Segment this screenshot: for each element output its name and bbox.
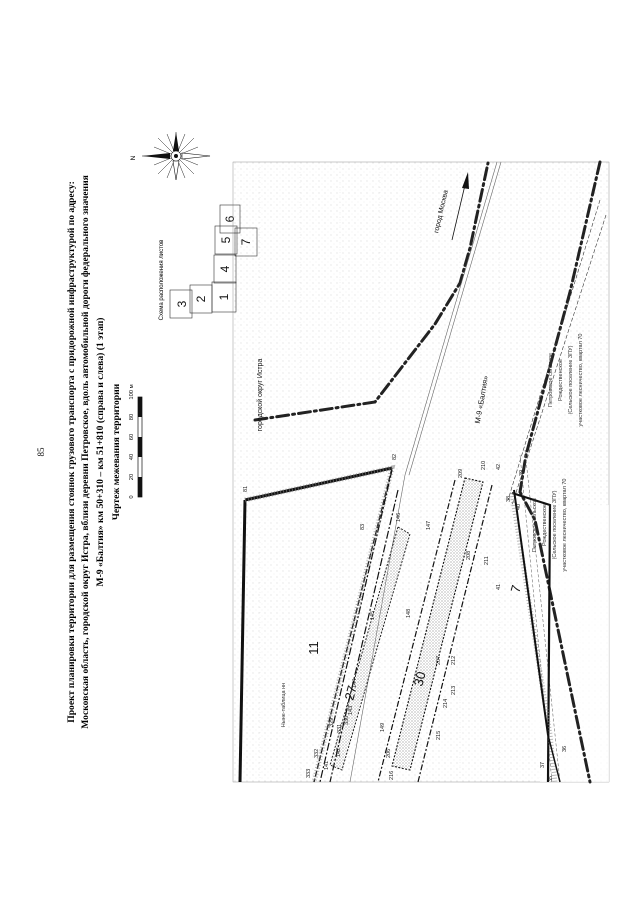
top-left-text: Ныне-таблица нн — [281, 683, 287, 727]
point-label: 215 — [436, 731, 442, 740]
annotation-7: (Сельское поселение ЗПУ) — [568, 345, 574, 414]
scale-label-100: 100 м — [129, 384, 135, 399]
point-label: 148 — [406, 609, 412, 618]
point-label: 38 — [506, 496, 512, 502]
north-letter: N — [130, 155, 137, 160]
parcel-11 — [238, 464, 396, 783]
scale-bar: 0 20 40 60 80 100 м — [129, 384, 143, 499]
sheet-number-6: 6 — [223, 215, 237, 222]
scale-label-20: 20 — [129, 474, 135, 480]
title-line-1: Проект планировки территории для размеще… — [66, 181, 77, 723]
annotation-4: участковое лесничество, квартал 70 — [562, 479, 568, 572]
point-label: 212 — [451, 656, 457, 665]
point-label: 37 — [540, 762, 546, 768]
point-label: 41 — [496, 584, 502, 590]
sheet-number-1: 1 — [217, 293, 231, 300]
point-label: 329 — [329, 718, 335, 727]
point-label: 39 — [519, 470, 525, 476]
point-label: 210 — [481, 461, 487, 470]
point-label: 81 — [243, 486, 249, 492]
scale-label-60: 60 — [129, 434, 135, 440]
point-label: 145 — [370, 611, 376, 620]
point-label: 213 — [451, 686, 457, 695]
point-label: 35 — [548, 776, 554, 782]
zone-27-label: 27 — [342, 684, 360, 702]
zone-30-label: 30 — [411, 670, 429, 688]
annotation-5: Петровское сельское — [548, 353, 554, 407]
point-label: 207 — [436, 656, 442, 665]
zone-11-label: 11 — [306, 641, 321, 655]
point-label: 141 — [324, 761, 330, 770]
sheet-number-4: 4 — [218, 265, 232, 272]
north-arrow-icon: N — [130, 132, 211, 181]
annotation-2: Рождественское — [542, 504, 548, 546]
point-label: 211 — [484, 556, 490, 565]
sheet-number-5: 5 — [219, 236, 233, 243]
annotation-3: (Сельское поселение ЗПУ) — [552, 490, 558, 559]
scale-label-80: 80 — [129, 414, 135, 420]
sheet-number-2: 2 — [194, 295, 208, 302]
point-label: 208 — [466, 551, 472, 560]
title-line-4: Чертеж межевания территории — [111, 383, 122, 520]
scale-label-40: 40 — [129, 454, 135, 460]
point-label: 143 — [348, 706, 354, 715]
point-label: 147 — [426, 521, 432, 530]
point-label: 331 — [337, 724, 343, 733]
title-line-2: Московская область, городской округ Истр… — [80, 175, 91, 729]
annotation-6: Рождественское — [558, 359, 564, 401]
point-label: 142 — [336, 748, 342, 757]
point-label: 330 — [344, 716, 350, 725]
zone-7-label: 7 — [507, 583, 523, 594]
district-label: городской округ Истра — [256, 359, 264, 432]
point-label: 214 — [443, 699, 449, 708]
point-label: 144 — [352, 679, 358, 688]
parcel-30 — [377, 477, 493, 783]
district-boundary — [253, 160, 602, 784]
parcel-27 — [319, 469, 411, 783]
annotation-1: Петровское сельское — [532, 498, 538, 552]
sheet-number-3: 3 — [175, 300, 189, 307]
point-label: 146 — [396, 513, 402, 522]
scale-label-0: 0 — [129, 495, 135, 498]
page-number: 85 — [36, 447, 46, 457]
point-label: 206 — [386, 749, 392, 758]
point-label: 216 — [389, 771, 395, 780]
point-label: 209 — [458, 469, 464, 478]
road-lines — [507, 199, 607, 783]
point-label: 83 — [360, 524, 366, 530]
point-label: 40 — [516, 504, 522, 510]
point-label: 82 — [392, 454, 398, 460]
point-label: 149 — [380, 723, 386, 732]
point-labels: 81 82 83 145 146 147 148 149 144 143 330… — [243, 454, 568, 782]
title-line-3: М-9 «Балтия» км 50+310 – км 51+810 (спра… — [95, 318, 106, 587]
forest-annotations: Петровское сельское Рождественское (Сель… — [532, 334, 584, 572]
sheet-layout-title: Схема расположения листов — [159, 240, 165, 321]
point-label: 333 — [306, 769, 312, 778]
point-label: 332 — [314, 749, 320, 758]
title-block: Проект планировки территории для размеще… — [66, 175, 122, 729]
annotation-8: участковое лесничество, квартал 70 — [578, 334, 584, 427]
point-label: 42 — [496, 464, 502, 470]
point-label: 36 — [562, 746, 568, 752]
parcel-7 — [509, 489, 561, 783]
